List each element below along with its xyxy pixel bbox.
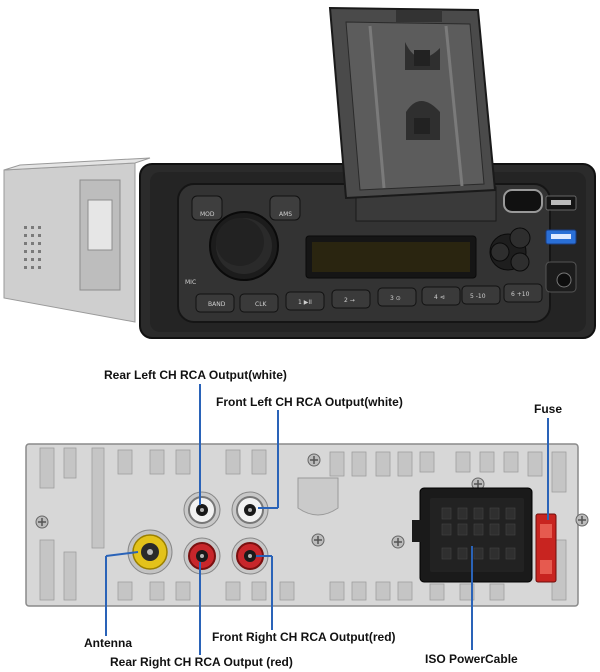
preset-1-label: 1 ▶II — [298, 299, 312, 306]
aux-jack[interactable] — [545, 261, 577, 293]
label-rear-right-rca: Rear Right CH RCA Output (red) — [110, 655, 293, 669]
label-fuse: Fuse — [534, 402, 563, 416]
preset-4-label: 4 ⊲ — [434, 294, 445, 301]
band-button[interactable]: BAND — [195, 293, 235, 313]
preset-2-button[interactable]: 2 → — [331, 289, 371, 309]
preset-2-label: 2 → — [344, 297, 355, 304]
fuse[interactable] — [535, 513, 557, 583]
preset-6-button[interactable]: 6 +10 — [503, 283, 543, 303]
preset-3-label: 3 ⊙ — [390, 295, 401, 302]
label-rear-left-rca: Rear Left CH RCA Output(white) — [104, 368, 287, 382]
display-window — [305, 235, 477, 279]
usb-port[interactable] — [545, 195, 577, 211]
preset-3-button[interactable]: 3 ⊙ — [377, 287, 417, 307]
ams-label: AMS — [279, 211, 292, 218]
rca-rear-right-red[interactable] — [183, 537, 221, 575]
clk-button[interactable]: CLK — [239, 293, 279, 313]
mod-label: MOD — [200, 211, 215, 218]
preset-button-row: BAND CLK 1 ▶II 2 → 3 ⊙ 4 ⊲ — [195, 283, 543, 313]
iso-connector[interactable] — [412, 487, 533, 583]
label-front-right-rca: Front Right CH RCA Output(red) — [212, 630, 396, 644]
phone-holder — [328, 6, 497, 222]
rca-rear-left-white[interactable] — [183, 491, 221, 529]
head-unit: MOD AMS MIC — [3, 6, 596, 339]
preset-5-label: 5 -10 — [470, 293, 486, 300]
label-front-left-rca: Front Left CH RCA Output(white) — [216, 395, 403, 409]
label-iso-power-cable: ISO PowerCable — [425, 652, 518, 666]
bottom-ribs — [39, 539, 567, 601]
mic-label: MIC — [185, 279, 196, 286]
vent-holes — [24, 226, 41, 269]
mod-button[interactable]: MOD — [191, 195, 223, 221]
ams-button[interactable]: AMS — [269, 195, 301, 221]
preset-4-button[interactable]: 4 ⊲ — [421, 286, 461, 306]
navigation-cluster[interactable] — [489, 227, 531, 272]
screws — [35, 453, 589, 549]
metal-chassis — [3, 157, 151, 323]
preset-1-button[interactable]: 1 ▶II — [285, 291, 325, 311]
preset-6-label: 6 +10 — [511, 291, 530, 298]
rca-front-left-white[interactable] — [231, 491, 269, 529]
screen-indicator — [503, 189, 543, 213]
rca-front-right-red[interactable] — [231, 537, 269, 575]
label-antenna: Antenna — [84, 636, 132, 650]
preset-5-button[interactable]: 5 -10 — [461, 285, 501, 305]
central-boss — [297, 477, 339, 516]
antenna-jack[interactable] — [127, 529, 173, 575]
volume-knob[interactable] — [209, 211, 279, 281]
clk-label: CLK — [255, 301, 268, 308]
iso-pins — [441, 507, 516, 560]
usb-port-blue[interactable] — [545, 229, 577, 245]
band-label: BAND — [208, 301, 226, 308]
rear-panel — [25, 443, 589, 607]
top-ribs — [39, 447, 567, 549]
leader-lines — [105, 384, 549, 655]
